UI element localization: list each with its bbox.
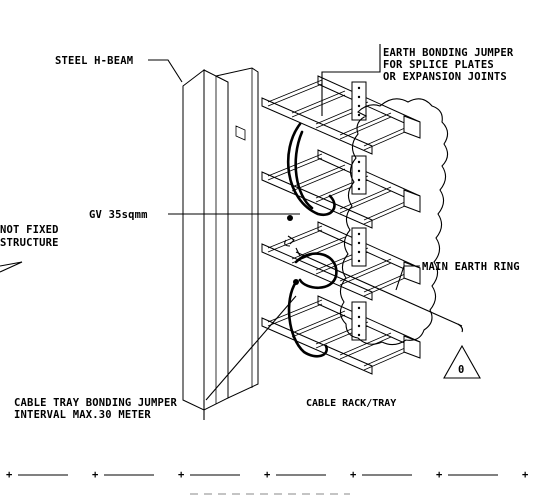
grid-cross: + [264, 469, 271, 481]
cable-rack-label: CABLE RACK/TRAY [306, 398, 396, 409]
tray-jumper-label-1: CABLE TRAY BONDING JUMPER [14, 397, 178, 409]
earth-jumper-label-1: EARTH BONDING JUMPER [383, 47, 514, 59]
grid-cross: + [436, 469, 443, 481]
revision-triangle [443, 344, 481, 379]
steel-h-beam-label: STEEL H-BEAM [55, 55, 133, 67]
tray-level [261, 75, 421, 155]
grid-cross: + [92, 469, 99, 481]
cable-rack-tray [261, 75, 421, 375]
earth-jumper-label-2: FOR SPLICE PLATES [383, 59, 494, 71]
leader-lines [0, 44, 420, 420]
gv-35sqmm-label: GV 35sqmm [89, 209, 148, 221]
grid-marks: + + + + + + + [6, 469, 529, 495]
grid-cross: + [6, 469, 13, 481]
tray-level [261, 149, 421, 229]
tray-jumper-label-2: INTERVAL MAX.30 METER [14, 409, 151, 421]
revision-number: 0 [458, 364, 465, 376]
main-earth-ring [295, 247, 464, 333]
grid-cross: + [178, 469, 185, 481]
steel-h-beam [182, 67, 259, 411]
bonding-jumpers [284, 122, 338, 358]
not-fixed-label-2: STRUCTURE [0, 237, 59, 249]
grid-cross: + [522, 469, 529, 481]
grid-cross: + [350, 469, 357, 481]
main-earth-ring-label: MAIN EARTH RING [422, 261, 520, 273]
not-fixed-label-1: NOT FIXED [0, 224, 59, 236]
earth-jumper-label-3: OR EXPANSION JOINTS [383, 71, 507, 83]
revision-cloud [339, 98, 449, 346]
tray-level [261, 295, 421, 375]
